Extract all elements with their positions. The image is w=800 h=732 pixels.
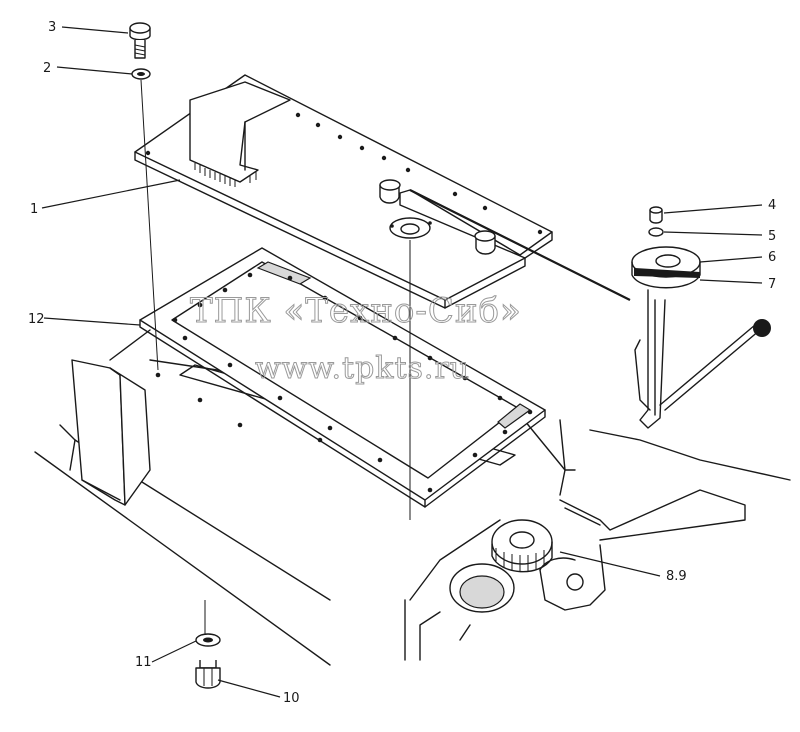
drain-plug xyxy=(195,660,221,689)
callout-2: 2 xyxy=(43,61,51,76)
callout-6: 6 xyxy=(768,250,776,265)
cover-bolt-holes xyxy=(145,112,543,235)
bolt-top xyxy=(129,22,151,59)
callout-3: 3 xyxy=(48,20,56,35)
washer-top xyxy=(131,68,151,80)
callout-10: 10 xyxy=(283,691,300,706)
callout-11: 11 xyxy=(135,655,152,670)
filler-cap xyxy=(491,519,553,573)
callout-12: 12 xyxy=(28,312,45,327)
callout-1: 1 xyxy=(30,202,38,217)
side-plate xyxy=(71,359,151,506)
cover-plate xyxy=(134,74,553,309)
assembly-axis-line xyxy=(140,79,159,371)
drain-washer xyxy=(195,633,221,647)
watermark-company: ТПК «Техно-Сиб» xyxy=(190,291,522,331)
leader-lines xyxy=(41,26,763,698)
callout-4: 4 xyxy=(768,198,776,213)
watermark-url: www.tpkts.ru xyxy=(255,351,470,386)
gasket-bolt-holes xyxy=(155,272,533,493)
level-gauge xyxy=(409,189,771,429)
watermark: ТПК «Техно-Сиб» www.tpkts.ru xyxy=(190,291,522,387)
callout-8-9: 8.9 xyxy=(666,569,687,584)
callout-7: 7 xyxy=(768,277,776,292)
callout-labels: 3 2 1 12 4 5 6 7 8.9 11 10 xyxy=(28,20,776,706)
gasket xyxy=(139,247,546,508)
callout-5: 5 xyxy=(768,229,776,244)
